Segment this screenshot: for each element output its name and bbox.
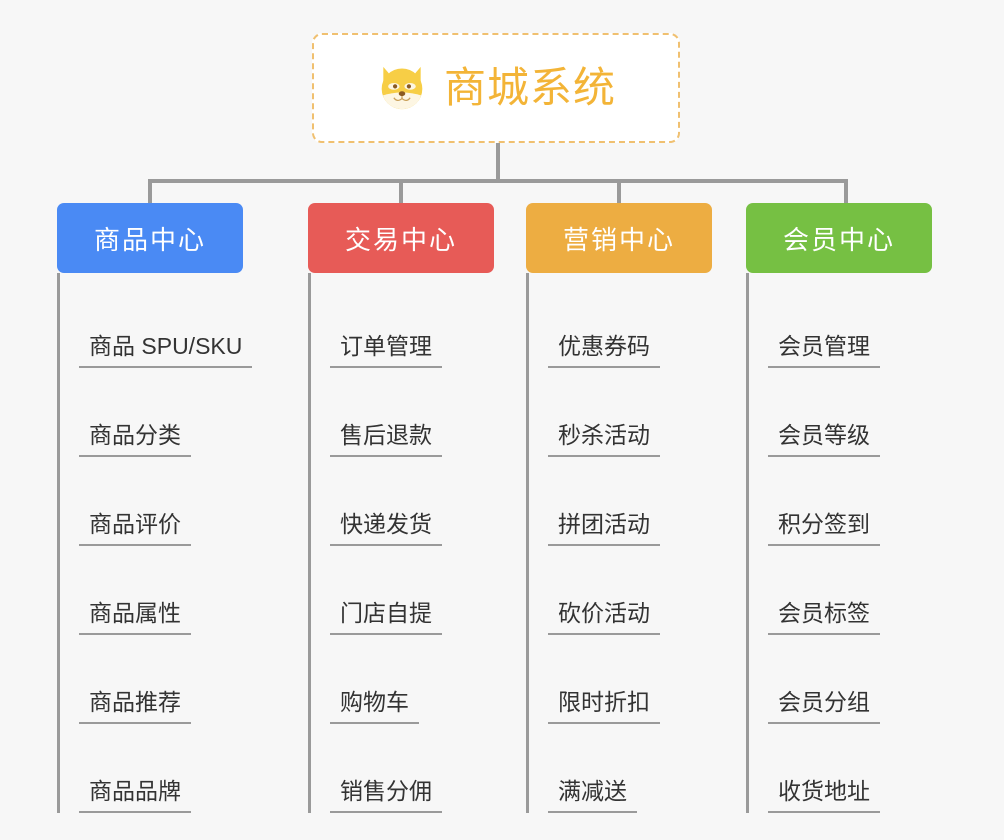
- list-item[interactable]: 会员管理: [749, 279, 932, 368]
- root-node-title: 商城系统: [443, 64, 616, 111]
- category-column-product: 商品中心 商品 SPU/SKU 商品分类 商品评价 商品属性 商品推荐 商品品牌: [57, 203, 253, 813]
- list-item[interactable]: 商品分类: [60, 368, 243, 457]
- list-item[interactable]: 门店自提: [311, 546, 494, 635]
- leaf-label: 优惠券码: [548, 333, 660, 368]
- list-item[interactable]: 商品推荐: [60, 635, 243, 724]
- list-item[interactable]: 订单管理: [311, 279, 494, 368]
- leaf-label: 商品分类: [79, 422, 191, 457]
- list-item[interactable]: 售后退款: [311, 368, 494, 457]
- list-item[interactable]: 秒杀活动: [529, 368, 712, 457]
- connector-drop-3: [617, 179, 621, 205]
- leaf-list-marketing: 优惠券码 秒杀活动 拼团活动 砍价活动 限时折扣 满减送: [526, 273, 712, 813]
- connector-drop-4: [844, 179, 848, 205]
- leaf-label: 会员管理: [768, 333, 880, 368]
- list-item[interactable]: 会员标签: [749, 546, 932, 635]
- connector-drop-1: [148, 179, 152, 205]
- list-item[interactable]: 拼团活动: [529, 457, 712, 546]
- list-item[interactable]: 砍价活动: [529, 546, 712, 635]
- leaf-label: 购物车: [330, 689, 419, 724]
- list-item[interactable]: 快递发货: [311, 457, 494, 546]
- list-item[interactable]: 积分签到: [749, 457, 932, 546]
- category-header-label: 商品中心: [93, 224, 206, 255]
- list-item[interactable]: 限时折扣: [529, 635, 712, 724]
- leaf-list-product: 商品 SPU/SKU 商品分类 商品评价 商品属性 商品推荐 商品品牌: [57, 273, 253, 813]
- list-item[interactable]: 收货地址: [749, 724, 932, 813]
- root-node-mall-system[interactable]: 商城系统: [312, 33, 680, 143]
- leaf-label: 门店自提: [330, 600, 442, 635]
- leaf-label: 积分签到: [768, 511, 880, 546]
- list-item[interactable]: 满减送: [529, 724, 712, 813]
- leaf-label: 满减送: [548, 778, 637, 813]
- list-item[interactable]: 商品 SPU/SKU: [60, 279, 253, 368]
- list-item[interactable]: 销售分佣: [311, 724, 494, 813]
- leaf-label: 砍价活动: [548, 600, 660, 635]
- connector-root-stem: [496, 143, 500, 183]
- leaf-label: 销售分佣: [330, 778, 442, 813]
- connector-horizontal-bus: [148, 179, 848, 183]
- category-header-label: 交易中心: [344, 224, 457, 255]
- list-item[interactable]: 商品品牌: [60, 724, 243, 813]
- leaf-label: 收货地址: [768, 778, 880, 813]
- leaf-label: 拼团活动: [548, 511, 660, 546]
- leaf-label: 商品评价: [79, 511, 191, 546]
- category-header-label: 会员中心: [782, 224, 895, 255]
- leaf-label: 会员分组: [768, 689, 880, 724]
- category-header-marketing[interactable]: 营销中心: [526, 203, 712, 273]
- leaf-label: 商品品牌: [79, 778, 191, 813]
- category-column-member: 会员中心 会员管理 会员等级 积分签到 会员标签 会员分组 收货地址: [746, 203, 932, 813]
- category-header-member[interactable]: 会员中心: [746, 203, 932, 273]
- leaf-label: 订单管理: [330, 333, 442, 368]
- category-header-product[interactable]: 商品中心: [57, 203, 243, 273]
- leaf-label: 商品推荐: [79, 689, 191, 724]
- list-item[interactable]: 会员等级: [749, 368, 932, 457]
- leaf-label: 售后退款: [330, 422, 442, 457]
- leaf-label: 会员等级: [768, 422, 880, 457]
- list-item[interactable]: 会员分组: [749, 635, 932, 724]
- leaf-list-member: 会员管理 会员等级 积分签到 会员标签 会员分组 收货地址: [746, 273, 932, 813]
- leaf-label: 商品属性: [79, 600, 191, 635]
- leaf-label: 商品 SPU/SKU: [79, 333, 253, 368]
- list-item[interactable]: 优惠券码: [529, 279, 712, 368]
- list-item[interactable]: 商品属性: [60, 546, 243, 635]
- category-column-marketing: 营销中心 优惠券码 秒杀活动 拼团活动 砍价活动 限时折扣 满减送: [526, 203, 712, 813]
- shiba-dog-face-icon: [381, 66, 423, 110]
- leaf-label: 秒杀活动: [548, 422, 660, 457]
- category-column-trade: 交易中心 订单管理 售后退款 快递发货 门店自提 购物车 销售分佣: [308, 203, 494, 813]
- leaf-label: 会员标签: [768, 600, 880, 635]
- category-header-trade[interactable]: 交易中心: [308, 203, 494, 273]
- list-item[interactable]: 商品评价: [60, 457, 243, 546]
- leaf-label: 快递发货: [330, 511, 442, 546]
- leaf-list-trade: 订单管理 售后退款 快递发货 门店自提 购物车 销售分佣: [308, 273, 494, 813]
- category-header-label: 营销中心: [562, 224, 675, 255]
- leaf-label: 限时折扣: [548, 689, 660, 724]
- connector-drop-2: [399, 179, 403, 205]
- list-item[interactable]: 购物车: [311, 635, 494, 724]
